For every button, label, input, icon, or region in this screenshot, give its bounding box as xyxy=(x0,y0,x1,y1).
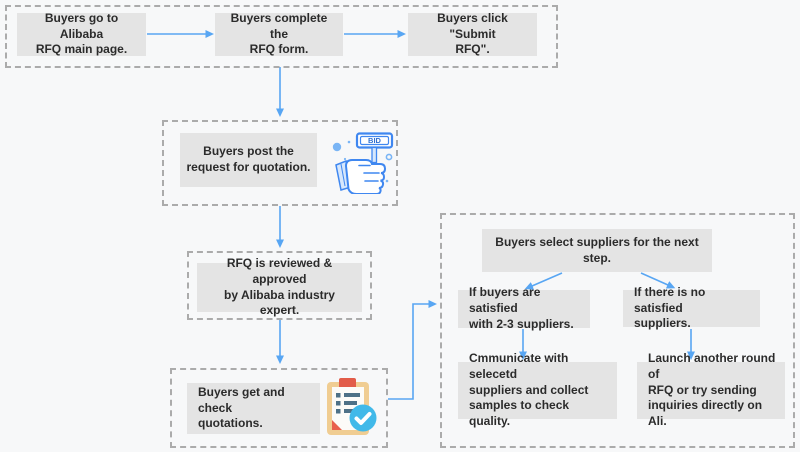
node-action-relaunch: Launch another round of RFQ or try sendi… xyxy=(637,351,785,428)
node-click-submit-rfq: Buyers click "Submit RFQ". xyxy=(408,11,537,56)
bid-sign-label: BID xyxy=(368,136,382,145)
arrow-check-select-group xyxy=(388,300,437,400)
node-rfq-reviewed: RFQ is reviewed & approved by Alibaba in… xyxy=(197,256,362,317)
node-get-check-quotations: Buyers get and check quotations. xyxy=(187,383,320,434)
node-branch-satisfied: If buyers are satisfied with 2-3 supplie… xyxy=(458,285,590,331)
paper-fold xyxy=(332,420,342,430)
node-action-communicate: Cmmunicate with selecetd suppliers and c… xyxy=(458,351,617,428)
node-branch-not-satisfied: If there is no satisfied suppliers. xyxy=(623,285,760,330)
node-go-to-rfq-page: Buyers go to Alibaba RFQ main page. xyxy=(17,11,146,56)
group-post-rfq xyxy=(162,120,398,206)
checkmark xyxy=(354,412,372,425)
group-select-suppliers xyxy=(440,213,795,448)
node-post-request: Buyers post the request for quotation. xyxy=(180,133,317,187)
node-complete-rfq-form: Buyers complete the RFQ form. xyxy=(215,11,343,56)
bid-hand-icon: BID xyxy=(332,132,394,194)
decor-dot xyxy=(332,142,342,152)
group-check-quotations xyxy=(170,368,388,448)
clipboard-check-icon xyxy=(327,378,377,435)
group-top-row xyxy=(5,5,558,68)
node-select-suppliers: Buyers select suppliers for the next ste… xyxy=(482,229,712,272)
group-review xyxy=(187,251,372,320)
